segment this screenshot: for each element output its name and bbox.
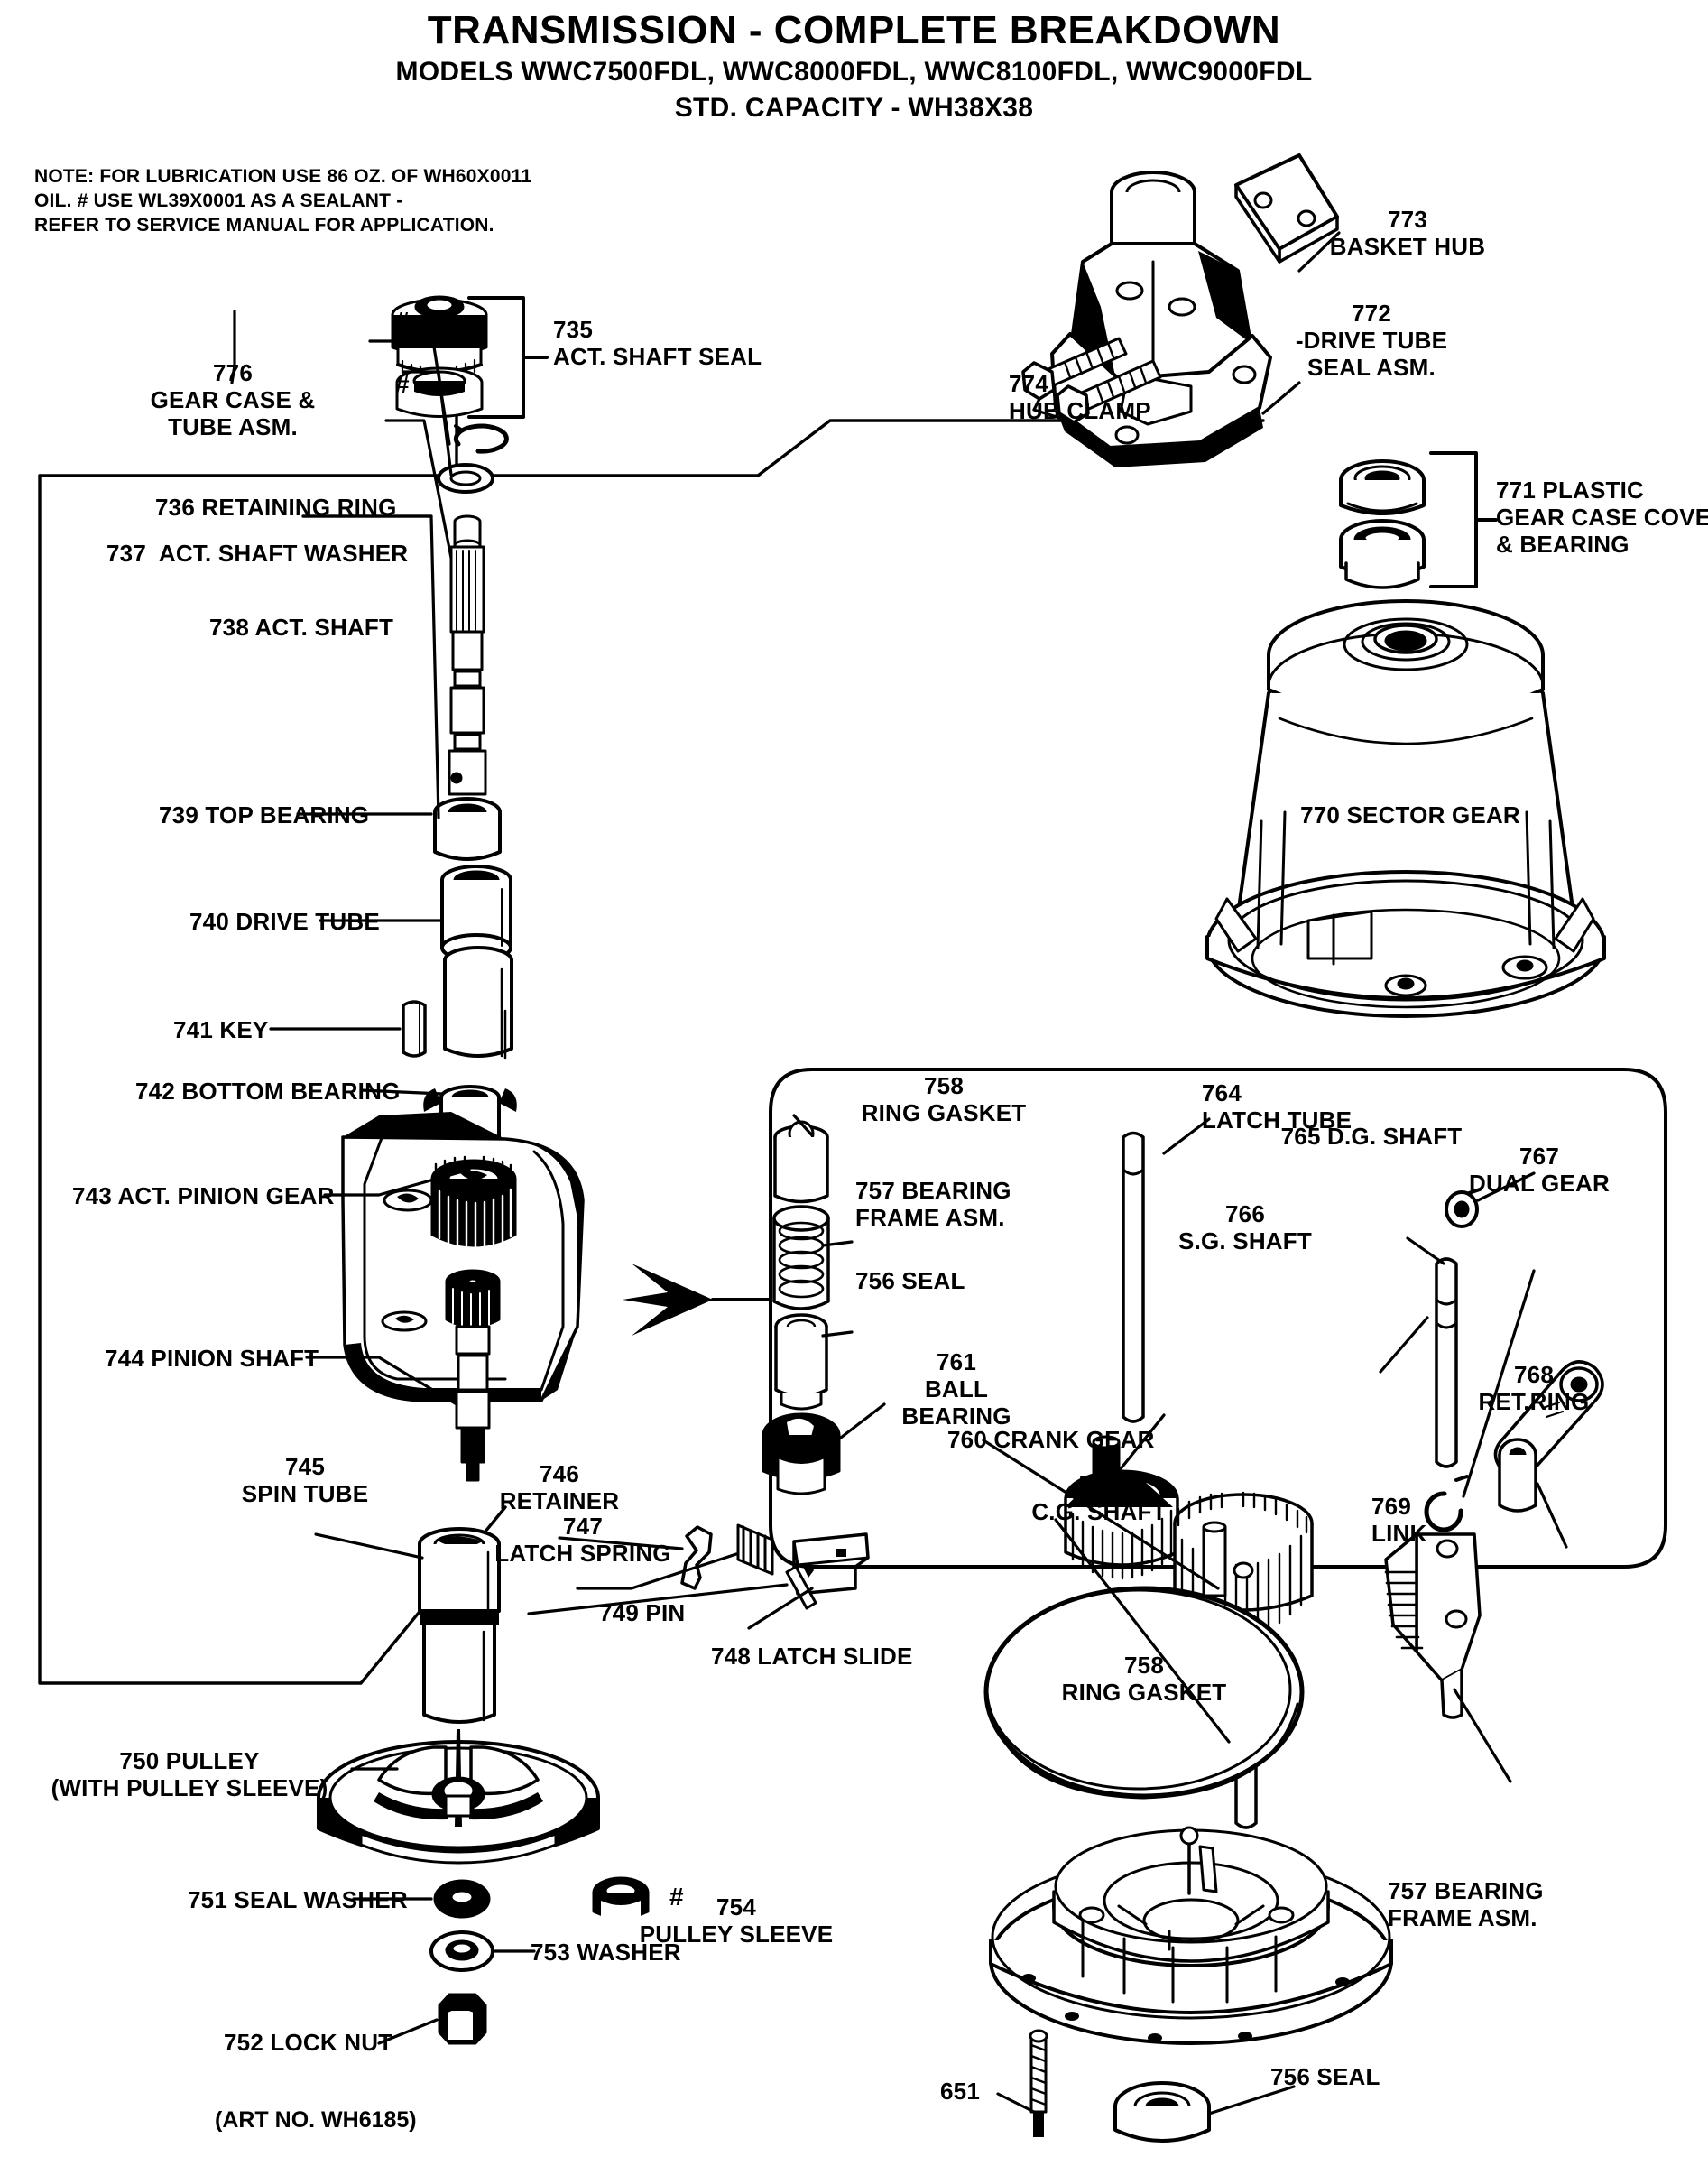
- callout-740-drive-tube[interactable]: 740 DRIVE TUBE: [189, 908, 380, 935]
- callout-769-link[interactable]: 768 RET.RING: [1478, 1361, 1590, 1415]
- lubrication-note: NOTE: FOR LUBRICATION USE 86 OZ. OF WH60…: [34, 164, 531, 237]
- callout-746-retainer[interactable]: 746 RETAINER: [499, 1460, 620, 1514]
- callout-745-spin-tube[interactable]: 745 SPIN TUBE: [241, 1453, 369, 1507]
- dg-shaft-part: [1123, 1134, 1143, 1422]
- leader-lines: [232, 233, 1566, 2114]
- callout-738-act-shaft[interactable]: 738 ACT. SHAFT: [209, 614, 394, 641]
- title-block: TRANSMISSION - COMPLETE BREAKDOWN MODELS…: [0, 7, 1708, 126]
- sealant-mark-icon-1: #: [395, 307, 410, 335]
- callout-760-crank-gear[interactable]: 760 CRANK GEAR: [947, 1426, 1155, 1453]
- latch-tube-part: [775, 1122, 827, 1202]
- callout-758-ring-gasket[interactable]: 758 RING GASKET: [1061, 1652, 1227, 1706]
- callout-737-act-shaft-washer[interactable]: 737 ACT. SHAFT WASHER: [106, 540, 409, 567]
- callout-748-latch-slide[interactable]: 748 LATCH SLIDE: [711, 1643, 913, 1670]
- note-line-1: NOTE: FOR LUBRICATION USE 86 OZ. OF WH60…: [34, 166, 532, 187]
- callout-768-ret-ring[interactable]: 767 DUAL GEAR: [1469, 1143, 1610, 1197]
- key-part: [403, 1002, 425, 1056]
- lock-nut-part: [439, 1995, 485, 2043]
- callout-766-sg-shaft[interactable]: 765 D.G. SHAFT: [1280, 1123, 1463, 1150]
- sector-gear-part: [1386, 1534, 1480, 1717]
- seal-washer-part: [435, 1881, 489, 1917]
- callout-771-gear-case-cover[interactable]: 770 SECTOR GEAR: [1300, 801, 1520, 828]
- act-shaft-seal-bracket: [469, 298, 547, 417]
- bearing-frame-part: [991, 1828, 1391, 2043]
- callout-754-pulley-sleeve[interactable]: 754 PULLEY SLEEVE: [639, 1893, 834, 1948]
- retainer-part: [682, 1527, 711, 1588]
- drive-tube-upper-part: [442, 866, 511, 960]
- callout-776-gear-case-tube-asm[interactable]: 776 GEAR CASE & TUBE ASM.: [150, 359, 316, 440]
- callout-767-dual-gear[interactable]: 766 S.G. SHAFT: [1178, 1200, 1312, 1254]
- drive-tube-seal-upper: [1341, 461, 1424, 514]
- callout-756-seal[interactable]: 756 SEAL: [1270, 2063, 1380, 2090]
- callout-762-clutch-hub[interactable]: 756 SEAL: [855, 1267, 965, 1294]
- ret-ring-parts: [1426, 1189, 1480, 1530]
- callout-736-retaining-ring[interactable]: 736 RETAINING RING: [155, 494, 397, 521]
- diagram-capacity: STD. CAPACITY - WH38X38: [674, 93, 1034, 123]
- clutch-hub-part: [776, 1315, 826, 1409]
- pin-part: [787, 1567, 816, 1608]
- art-number: (ART NO. WH6185): [215, 2107, 417, 2133]
- callout-753-washer[interactable]: 753 WASHER: [531, 1939, 681, 1966]
- diagram-title: TRANSMISSION - COMPLETE BREAKDOWN: [427, 8, 1281, 52]
- callout-765-dg-shaft[interactable]: 764 LATCH TUBE: [1202, 1079, 1353, 1134]
- callout-772-drive-tube-seal-asm[interactable]: 771 PLASTIC GEAR CASE COVER & BEARING: [1496, 477, 1708, 558]
- top-bearing-part: [435, 799, 500, 859]
- callout-735-act-shaft-seal[interactable]: 735 ACT. SHAFT SEAL: [553, 316, 762, 370]
- callout-774-hub-clamp[interactable]: 773 BASKET HUB: [1329, 206, 1486, 260]
- latch-spring-part: [738, 1525, 772, 1574]
- callout-743-act-pinion-gear[interactable]: 743 ACT. PINION GEAR: [72, 1182, 335, 1209]
- screw-651-part: [1030, 2031, 1047, 2137]
- diagram-models: MODELS WWC7500FDL, WWC8000FDL, WWC8100FD…: [395, 57, 1313, 87]
- ball-bearing-part: [763, 1414, 839, 1494]
- cg-shaft-part: [1236, 1681, 1256, 1828]
- sealant-mark-icon-3: #: [669, 1883, 684, 1911]
- gear-case-body: [343, 1112, 583, 1401]
- callout-742-bottom-bearing[interactable]: 742 BOTTOM BEARING: [135, 1078, 401, 1105]
- note-line-3: REFER TO SERVICE MANUAL FOR APPLICATION.: [34, 215, 494, 236]
- drive-tube-lower-part: [445, 948, 512, 1058]
- act-shaft-part: [449, 516, 485, 794]
- callout-750-pulley[interactable]: 750 PULLEY (WITH PULLEY SLEEVE): [51, 1747, 328, 1801]
- clutch-spring-part: [774, 1207, 828, 1309]
- callout-651-screw[interactable]: 651: [940, 2078, 980, 2105]
- retaining-ring-part: [456, 426, 506, 451]
- act-shaft-washer-part: [439, 465, 493, 492]
- note-line-2: OIL. # USE WL39X0001 AS A SEALANT -: [34, 190, 403, 211]
- bottom-bearing-part: [423, 1087, 517, 1151]
- callout-759-cg-shaft[interactable]: 759 C.G. SHAFT: [1031, 1471, 1167, 1525]
- drive-tube-seal-lower: [1341, 521, 1424, 588]
- crank-gear-part: [1175, 1493, 1312, 1634]
- pinion-shaft-part: [447, 1271, 499, 1480]
- callout-775-bolts[interactable]: 774 HUB CLAMP: [1009, 370, 1151, 424]
- callout-747-latch-spring[interactable]: 747 LATCH SPRING: [494, 1513, 671, 1567]
- callout-749-pin[interactable]: 749 PIN: [599, 1599, 686, 1626]
- callout-752-lock-nut[interactable]: 752 LOCK NUT: [224, 2029, 393, 2056]
- washer-part: [431, 1932, 493, 1970]
- callout-741-key[interactable]: 741 KEY: [173, 1016, 269, 1043]
- callout-770-sector-gear[interactable]: 769 LINK: [1371, 1493, 1427, 1547]
- callout-773-basket-hub[interactable]: 772 -DRIVE TUBE SEAL ASM.: [1295, 300, 1448, 381]
- latch-slide-part: [794, 1534, 868, 1594]
- callout-763-clutch-spring[interactable]: 757 BEARING FRAME ASM.: [855, 1177, 1011, 1231]
- callout-761-ball-bearing[interactable]: 761 BALL BEARING: [901, 1348, 1011, 1430]
- callout-744-pinion-shaft[interactable]: 744 PINION SHAFT: [105, 1345, 319, 1372]
- seal-756-part: [1115, 2083, 1209, 2141]
- drive-tube-seal-bracket: [1431, 453, 1496, 587]
- callout-751-seal-washer[interactable]: 751 SEAL WASHER: [188, 1886, 408, 1913]
- callout-764-latch-tube[interactable]: 758 RING GASKET: [861, 1072, 1027, 1126]
- callout-739-top-bearing[interactable]: 739 TOP BEARING: [159, 801, 370, 828]
- sealant-mark-icon-2: #: [395, 370, 410, 398]
- act-pinion-gear-part: [432, 1157, 515, 1250]
- callout-757-bearing-frame-asm[interactable]: 757 BEARING FRAME ASM.: [1388, 1877, 1544, 1931]
- act-shaft-seal-lower-part: [397, 368, 482, 417]
